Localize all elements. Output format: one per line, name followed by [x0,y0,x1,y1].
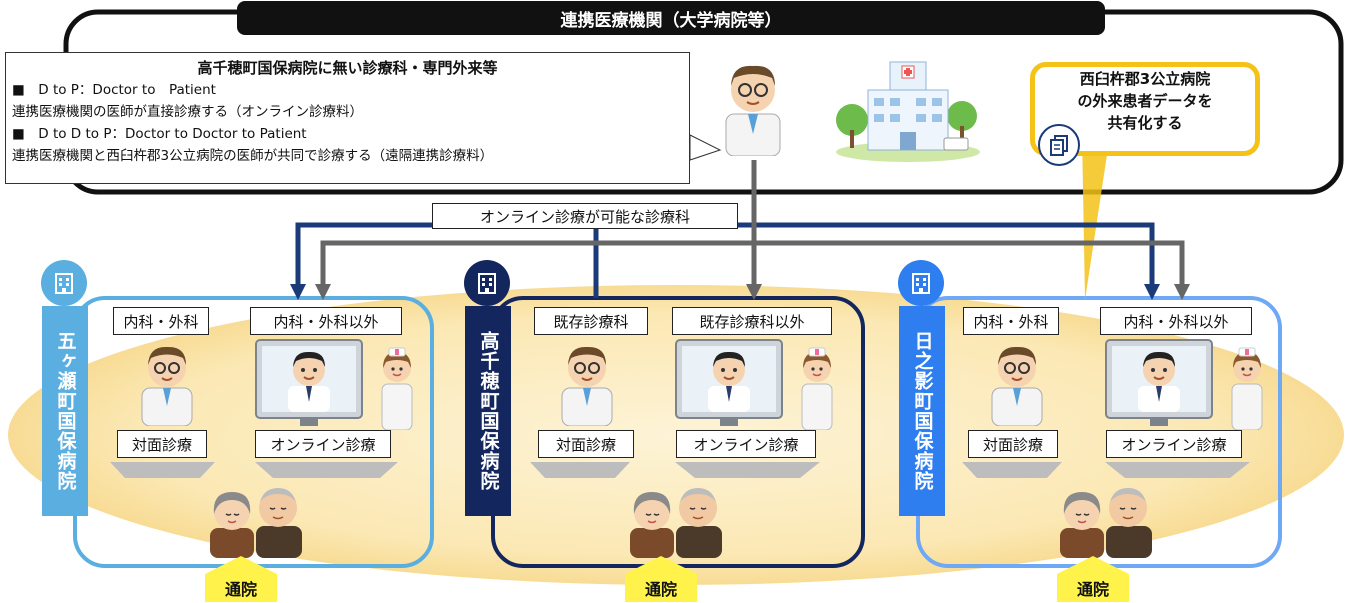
bubble-line1: ■ D to P：Doctor to Patient [12,82,216,98]
takachiho-hospital-name: 高千穂町国保病院 [465,306,511,516]
gokase-visit-arrow [205,556,277,574]
document-icon [1038,124,1080,166]
takachiho-visit-label: 通院 [625,574,697,602]
gokase-left-dept: 内科・外科 [113,307,209,335]
hinokage-doctor-icon [991,346,1043,426]
top-title-bar: 連携医療機関（大学病院等） [237,1,1105,35]
hinokage-nurse-icon [1231,347,1263,430]
hinokage-hospital-name: 日之影町国保病院 [899,306,945,516]
hinokage-online-monitor-icon [1105,339,1213,426]
bubble-heading: 高千穂町国保病院に無い診療科・専門外来等 [197,59,498,77]
bubble-line2: 連携医療機関の医師が直接診療する（オンライン診療料） [12,104,363,120]
hinokage-right-dept: 内科・外科以外 [1100,307,1252,335]
gokase-left-mode: 対面診療 [117,430,207,458]
hinokage-elderly-couple-icon [1060,488,1152,558]
bubble-line3: ■ D to D to P：Doctor to Doctor to Patien… [12,126,307,142]
hinokage-hospital-icon [898,260,944,306]
specialty-bubble: 高千穂町国保病院に無い診療科・専門外来等 ■ D to P：Doctor to … [5,52,690,184]
hospital-building-icon [836,61,980,162]
gokase-right-mode: オンライン診療 [255,430,391,458]
bubble-line4: 連携医療機関と西臼杵郡3公立病院の医師が共同で診療する（遠隔連携診療料） [12,148,494,164]
takachiho-online-monitor-icon [675,339,783,426]
hinokage-left-mode: 対面診療 [968,430,1058,458]
gokase-doctor-icon [141,346,193,426]
gokase-online-monitor-icon [255,339,363,426]
takachiho-left-mode: 対面診療 [538,430,634,458]
share-callout-tail [1082,135,1110,300]
takachiho-hospital-icon [464,260,510,306]
takachiho-elderly-couple-icon [630,488,722,558]
hinokage-left-dept: 内科・外科 [963,307,1059,335]
takachiho-nurse-icon [801,347,833,430]
gokase-visit-label: 通院 [205,574,277,602]
share-data-text: 西臼杵郡3公立病院 の外来患者データを 共有化する [1077,70,1213,132]
hinokage-visit-label: 通院 [1057,574,1129,602]
takachiho-doctor-icon [561,346,613,426]
gokase-hospital-icon [41,260,87,306]
doctor-icon [725,65,781,156]
takachiho-visit-arrow [625,556,697,574]
gokase-right-dept: 内科・外科以外 [250,307,402,335]
hinokage-visit-arrow [1057,556,1129,574]
takachiho-right-dept: 既存診療科以外 [672,307,832,335]
gokase-elderly-couple-icon [210,488,302,558]
gokase-hospital-name: 五ヶ瀬町国保病院 [42,306,88,516]
takachiho-right-mode: オンライン診療 [676,430,816,458]
online-capable-label: オンライン診療が可能な診療科 [432,203,738,229]
gokase-nurse-icon [381,347,413,430]
takachiho-left-dept: 既存診療科 [534,307,648,335]
hinokage-right-mode: オンライン診療 [1106,430,1242,458]
top-title: 連携医療機関（大学病院等） [560,10,782,31]
